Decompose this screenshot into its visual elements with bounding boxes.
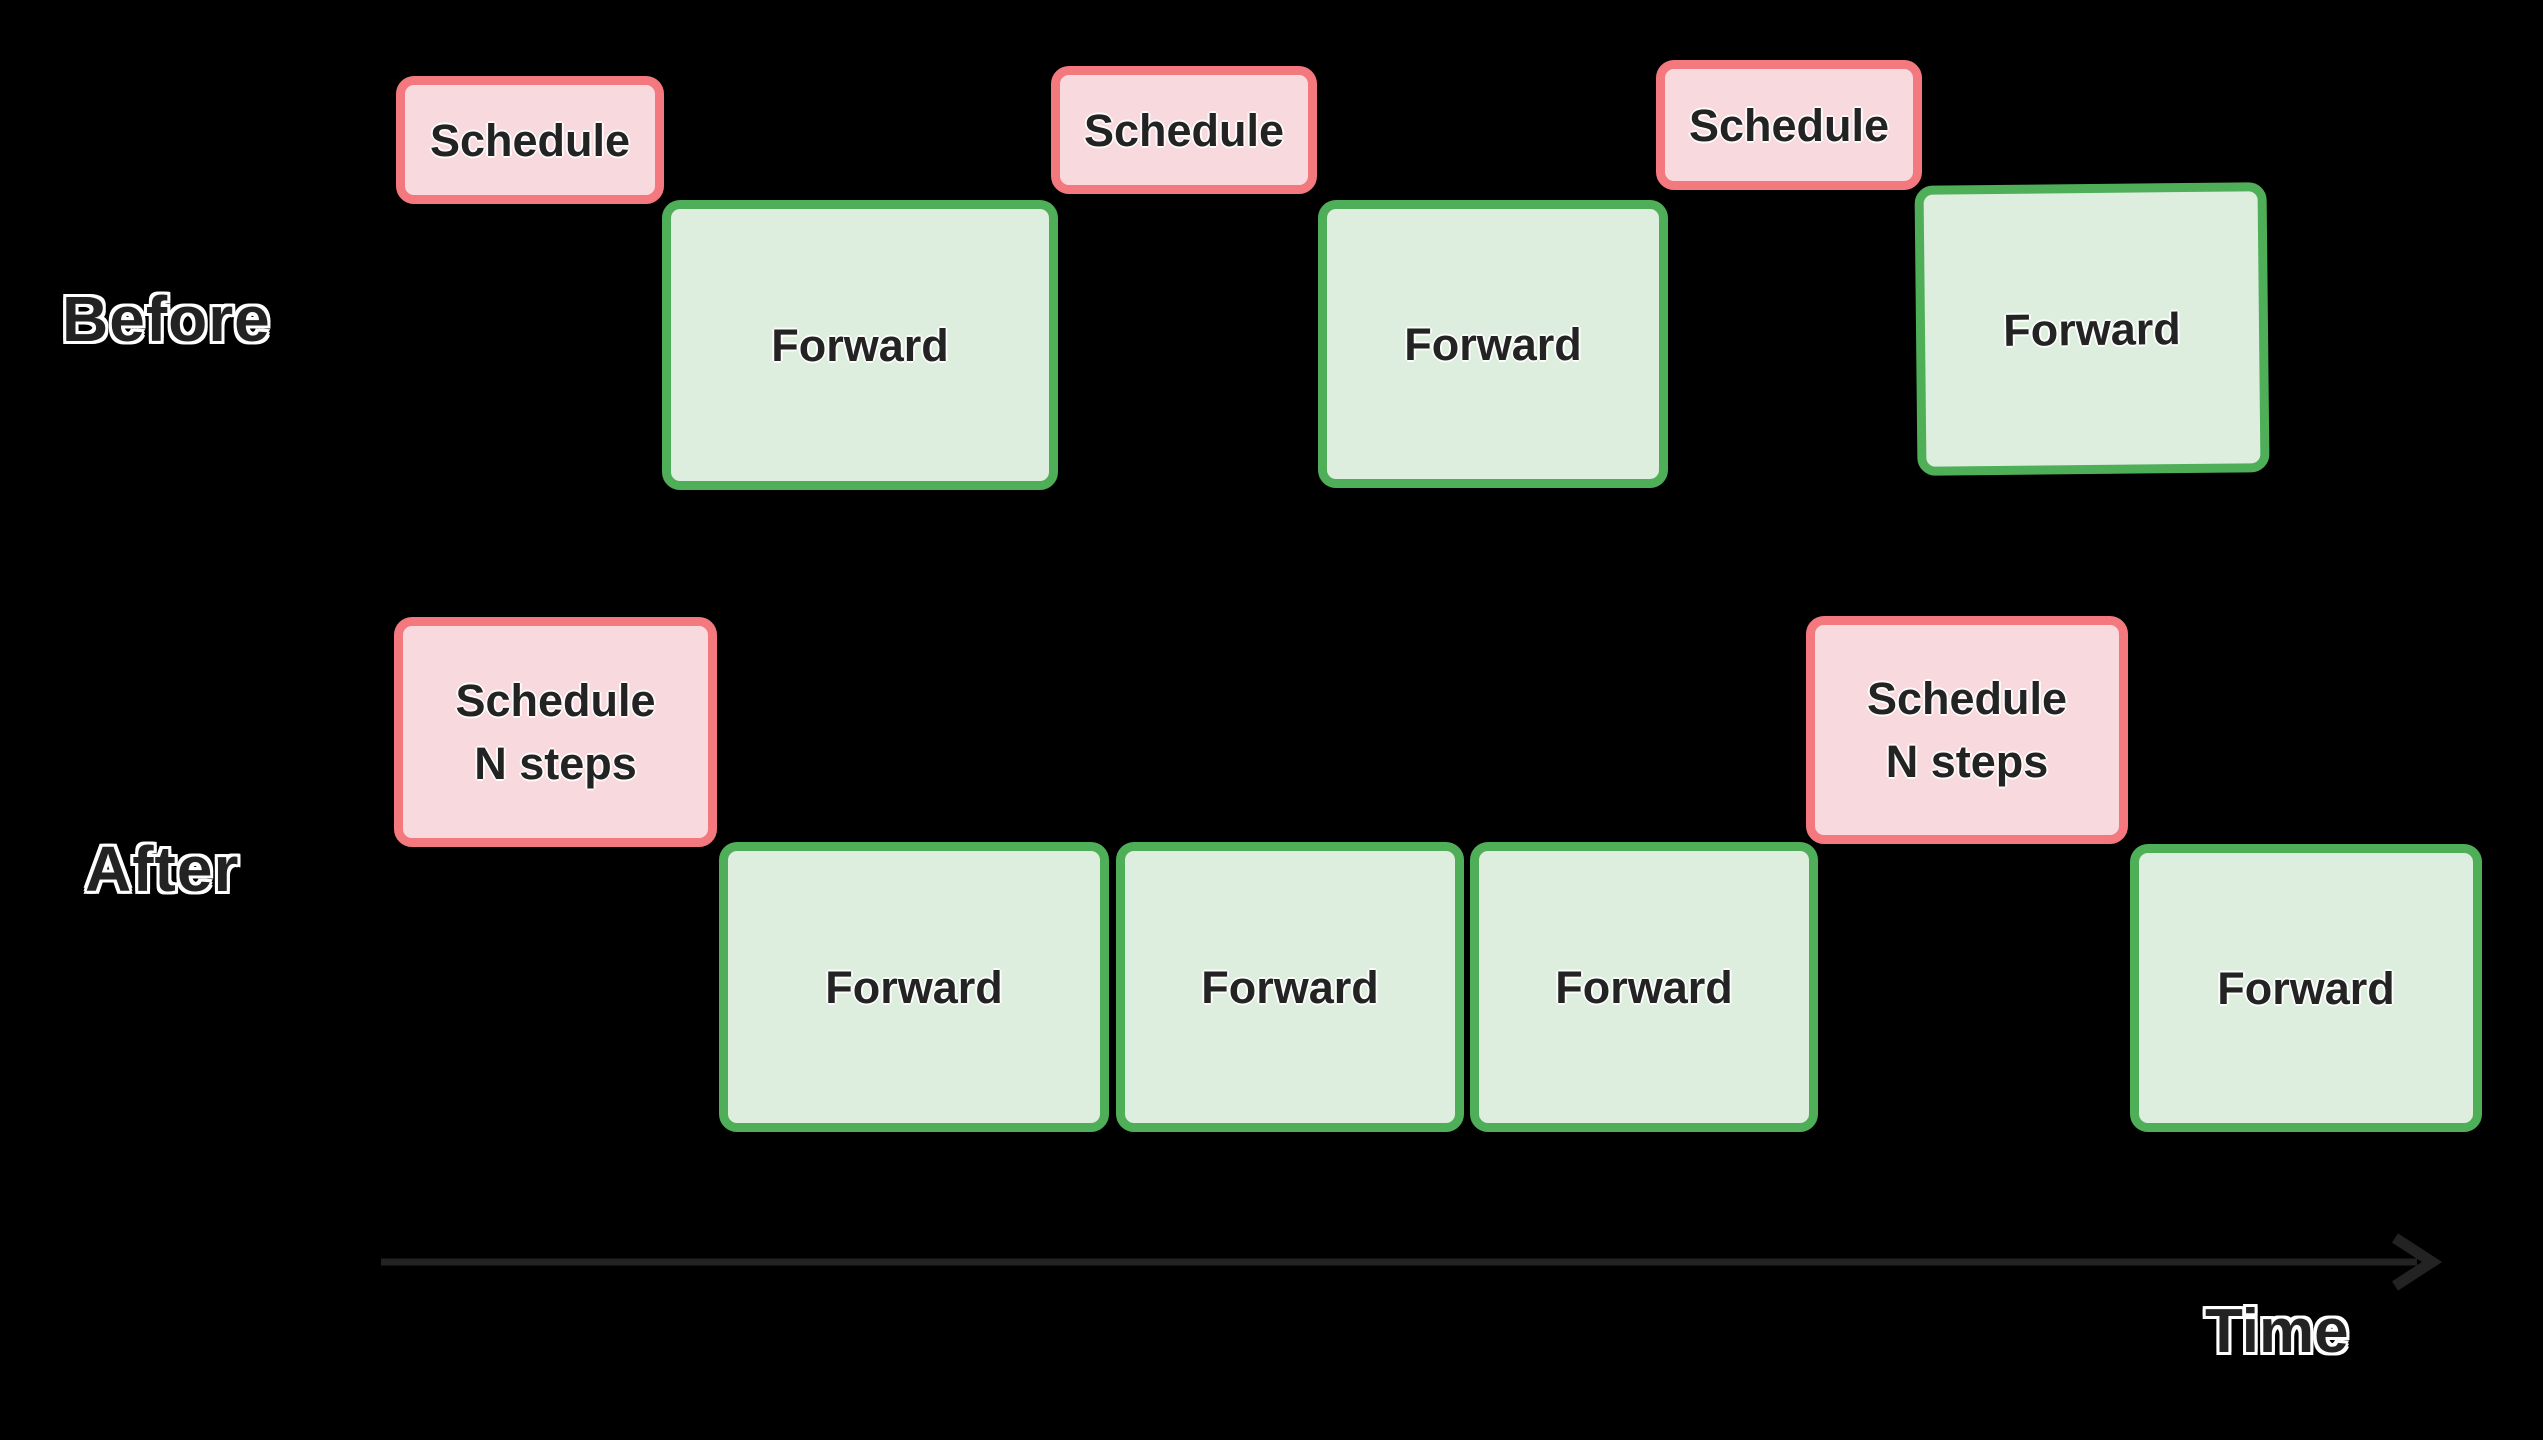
after-forward-box-4: Forward [2130,844,2482,1132]
after-forward-box-2: Forward [1116,842,1464,1132]
after-forward-label-1: Forward [825,961,1003,1013]
before-schedule-label-2: Schedule [1083,104,1285,156]
row-label-before: Before [62,283,271,355]
after-forward-label-3: Forward [1555,961,1733,1013]
after-schedule-box-1: Schedule N steps [394,617,717,847]
before-schedule-label-3: Schedule [1688,99,1890,151]
after-schedule-box-2: Schedule N steps [1806,616,2128,844]
time-axis-arrow [381,1233,2443,1291]
after-schedule-label-1-line2: N steps [474,738,637,789]
before-schedule-box-3: Schedule [1656,60,1922,190]
before-forward-label-1: Forward [771,319,949,371]
row-label-after: After [85,833,240,905]
after-forward-label-4: Forward [2217,962,2395,1014]
before-schedule-box-2: Schedule [1051,66,1317,194]
after-forward-box-1: Forward [719,842,1109,1132]
before-forward-label-3: Forward [2002,302,2182,356]
after-forward-label-2: Forward [1201,961,1379,1013]
before-forward-label-2: Forward [1404,318,1582,370]
before-forward-box-3: Forward [1914,182,2270,476]
before-forward-box-2: Forward [1318,200,1668,488]
before-schedule-label-1: Schedule [429,114,631,166]
time-axis-label: Time [2205,1297,2349,1366]
after-schedule-label-1-line1: Schedule [455,675,656,726]
after-schedule-label-2-line2: N steps [1885,736,2049,787]
before-schedule-box-1: Schedule [396,76,664,204]
before-forward-box-1: Forward [662,200,1058,490]
after-forward-box-3: Forward [1470,842,1818,1132]
after-schedule-label-2-line1: Schedule [1866,673,2068,724]
